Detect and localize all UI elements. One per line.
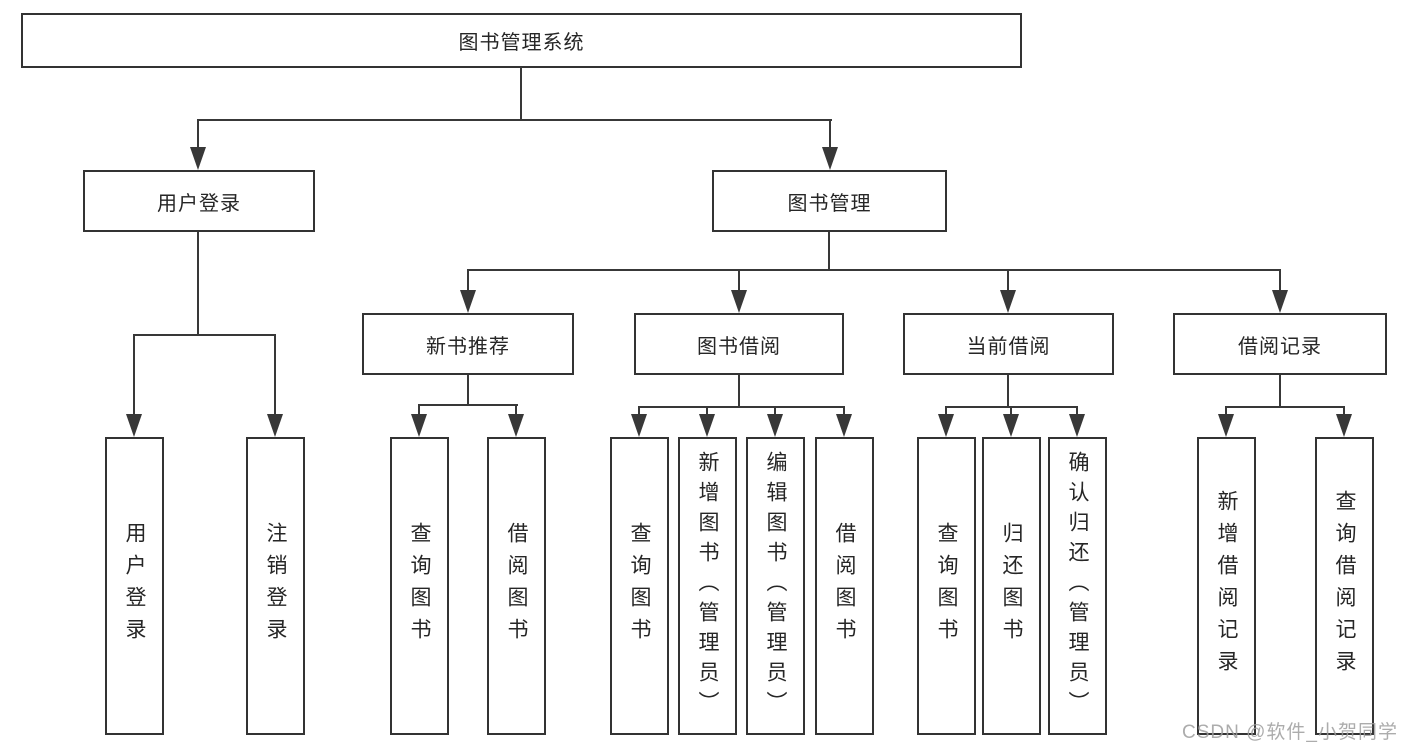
connector-vline — [945, 406, 947, 416]
leaf-br-add-record: 新增借阅记录 — [1197, 437, 1256, 735]
arrowhead-down-icon — [731, 290, 747, 313]
connector-vline — [1343, 406, 1345, 416]
leaf-bb-add-book-admin: 新增图书（管理员） — [678, 437, 737, 735]
connector-vline — [197, 119, 199, 150]
arrowhead-down-icon — [699, 414, 715, 437]
node-root-label: 图书管理系统 — [458, 32, 585, 54]
connector-vline — [1225, 406, 1227, 416]
connector-vline — [418, 404, 420, 416]
arrowhead-down-icon — [836, 414, 852, 437]
node-book-borrow-label: 图书借阅 — [697, 335, 781, 358]
leaf-cb-return-book-label: 归还图书 — [1000, 522, 1023, 650]
connector-vline — [1010, 406, 1012, 416]
connector-vline — [467, 375, 469, 406]
connector-hline — [197, 119, 832, 121]
node-book-borrow: 图书借阅 — [634, 313, 844, 375]
node-user-login: 用户登录 — [83, 170, 315, 232]
connector-vline — [1279, 375, 1281, 408]
arrowhead-down-icon — [1000, 290, 1016, 313]
leaf-cb-query-book-label: 查询图书 — [935, 522, 958, 650]
node-book-management-label: 图书管理 — [787, 192, 872, 215]
connector-vline — [1007, 375, 1009, 408]
leaf-user-login-label: 用户登录 — [123, 522, 146, 650]
connector-vline — [738, 269, 740, 292]
connector-vline — [638, 406, 640, 416]
leaf-bb-query-book-label: 查询图书 — [628, 522, 651, 650]
connector-hline — [1225, 406, 1345, 408]
connector-hline — [133, 334, 276, 336]
leaf-bb-borrow-book-label: 借阅图书 — [833, 522, 856, 650]
arrowhead-down-icon — [411, 414, 427, 437]
leaf-nb-borrow-book: 借阅图书 — [487, 437, 546, 735]
leaf-br-add-record-label: 新增借阅记录 — [1215, 490, 1238, 682]
arrowhead-down-icon — [631, 414, 647, 437]
connector-vline — [520, 67, 522, 120]
connector-vline — [1279, 269, 1281, 292]
connector-hline — [638, 406, 845, 408]
connector-vline — [197, 232, 199, 336]
connector-vline — [829, 119, 831, 150]
connector-vline — [1076, 406, 1078, 416]
arrowhead-down-icon — [1336, 414, 1352, 437]
arrowhead-down-icon — [1003, 414, 1019, 437]
leaf-bb-edit-book-admin-label: 编辑图书（管理员） — [764, 451, 787, 721]
connector-vline — [828, 232, 830, 271]
node-current-borrow-label: 当前借阅 — [966, 335, 1051, 358]
arrowhead-down-icon — [267, 414, 283, 437]
leaf-br-query-record: 查询借阅记录 — [1315, 437, 1374, 735]
connector-vline — [274, 334, 276, 416]
leaf-nb-query-book: 查询图书 — [390, 437, 449, 735]
connector-vline — [467, 269, 469, 292]
node-borrow-record: 借阅记录 — [1173, 313, 1387, 375]
leaf-logout-login-label: 注销登录 — [264, 522, 287, 650]
arrowhead-down-icon — [1272, 290, 1288, 313]
arrowhead-down-icon — [1069, 414, 1085, 437]
node-new-book-recommend-label: 新书推荐 — [426, 335, 510, 358]
arrowhead-down-icon — [460, 290, 476, 313]
connector-hline — [418, 404, 518, 406]
leaf-cb-confirm-return-admin-label: 确认归还（管理员） — [1066, 451, 1089, 721]
leaf-nb-borrow-book-label: 借阅图书 — [505, 522, 528, 650]
node-borrow-record-label: 借阅记录 — [1238, 335, 1322, 358]
leaf-bb-query-book: 查询图书 — [610, 437, 669, 735]
csdn-watermark: CSDN @软件_小贺同学 — [1182, 722, 1398, 743]
node-root: 图书管理系统 — [21, 13, 1022, 68]
leaf-cb-confirm-return-admin: 确认归还（管理员） — [1048, 437, 1107, 735]
node-user-login-label: 用户登录 — [157, 192, 241, 215]
leaf-nb-query-book-label: 查询图书 — [408, 522, 431, 650]
leaf-bb-add-book-admin-label: 新增图书（管理员） — [696, 451, 719, 721]
node-new-book-recommend: 新书推荐 — [362, 313, 574, 375]
arrowhead-down-icon — [508, 414, 524, 437]
leaf-br-query-record-label: 查询借阅记录 — [1333, 490, 1356, 682]
connector-hline — [467, 269, 1281, 271]
connector-vline — [774, 406, 776, 416]
arrowhead-down-icon — [1218, 414, 1234, 437]
connector-vline — [738, 375, 740, 408]
connector-vline — [706, 406, 708, 416]
leaf-cb-return-book: 归还图书 — [982, 437, 1041, 735]
leaf-user-login: 用户登录 — [105, 437, 164, 735]
connector-vline — [843, 406, 845, 416]
leaf-logout-login: 注销登录 — [246, 437, 305, 735]
connector-vline — [515, 404, 517, 416]
arrowhead-down-icon — [767, 414, 783, 437]
node-current-borrow: 当前借阅 — [903, 313, 1114, 375]
connector-vline — [1007, 269, 1009, 292]
connector-vline — [133, 334, 135, 416]
leaf-cb-query-book: 查询图书 — [917, 437, 976, 735]
leaf-bb-edit-book-admin: 编辑图书（管理员） — [746, 437, 805, 735]
arrowhead-down-icon — [822, 147, 838, 170]
arrowhead-down-icon — [938, 414, 954, 437]
node-book-management: 图书管理 — [712, 170, 947, 232]
arrowhead-down-icon — [126, 414, 142, 437]
arrowhead-down-icon — [190, 147, 206, 170]
leaf-bb-borrow-book: 借阅图书 — [815, 437, 874, 735]
